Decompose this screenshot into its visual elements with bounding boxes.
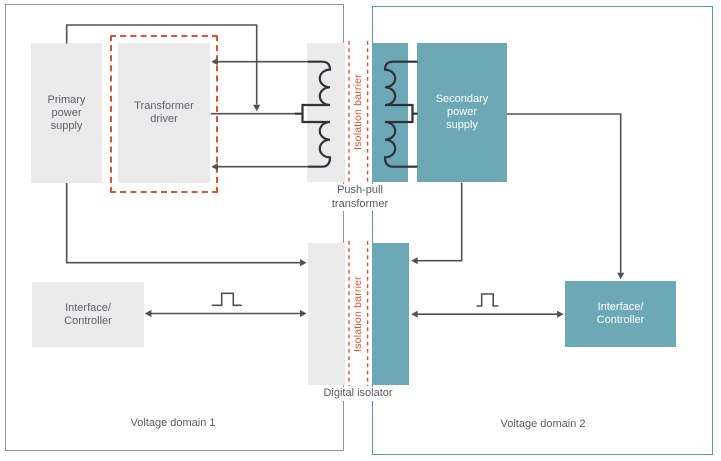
voltage-domain-1-region — [5, 4, 344, 451]
interface-controller-1-label-line2: Controller — [64, 314, 112, 327]
digital-isolator-primary-side-block — [308, 243, 345, 385]
voltage-domain-2-label: Voltage domain 2 — [500, 418, 586, 430]
interface-controller-2-block: Interface/ Controller — [565, 281, 676, 347]
transformer-primary-side-block — [307, 43, 345, 182]
primary-power-supply-label-line2: power — [51, 106, 82, 119]
secondary-power-supply-label-line1: Secondary — [435, 93, 489, 105]
interface-controller-1-label-line1: Interface/ — [65, 301, 111, 314]
voltage-domain-1-label: Voltage domain 1 — [130, 417, 216, 429]
secondary-power-supply-block: Secondary power supply — [417, 43, 507, 182]
secondary-power-supply-label-line2: power — [447, 106, 477, 118]
transformer-driver-label-line2: driver — [150, 113, 178, 125]
interface-controller-2-label-line2: Controller — [596, 314, 645, 326]
secondary-power-supply-label-line3: supply — [446, 119, 478, 131]
push-pull-transformer-label-line1: Push-pull — [337, 184, 383, 196]
isolation-barrier-label-transformer: Isolation barrier — [352, 74, 364, 150]
primary-power-supply-label-line3: supply — [50, 119, 83, 132]
voltage-domain-2-region — [372, 6, 713, 455]
digital-isolator-secondary-side-block — [372, 243, 409, 385]
push-pull-transformer-label: Push-pull transformer — [328, 184, 392, 211]
digital-isolator-label: Digital isolator — [320, 387, 396, 401]
primary-power-supply-block: Primary power supply — [31, 43, 102, 183]
push-pull-transformer-label-line2: transformer — [331, 197, 389, 210]
interface-controller-2-label-line1: Interface/ — [597, 301, 644, 313]
transformer-driver-block: Transformer driver — [118, 43, 210, 183]
transformer-secondary-side-block — [372, 43, 408, 182]
transformer-driver-label-line1: Transformer — [134, 100, 194, 112]
isolation-barrier-label-isolator: Isolation barrier — [352, 276, 364, 352]
interface-controller-1-block: Interface/ Controller — [32, 282, 144, 347]
primary-power-supply-label-line1: Primary — [47, 93, 86, 106]
